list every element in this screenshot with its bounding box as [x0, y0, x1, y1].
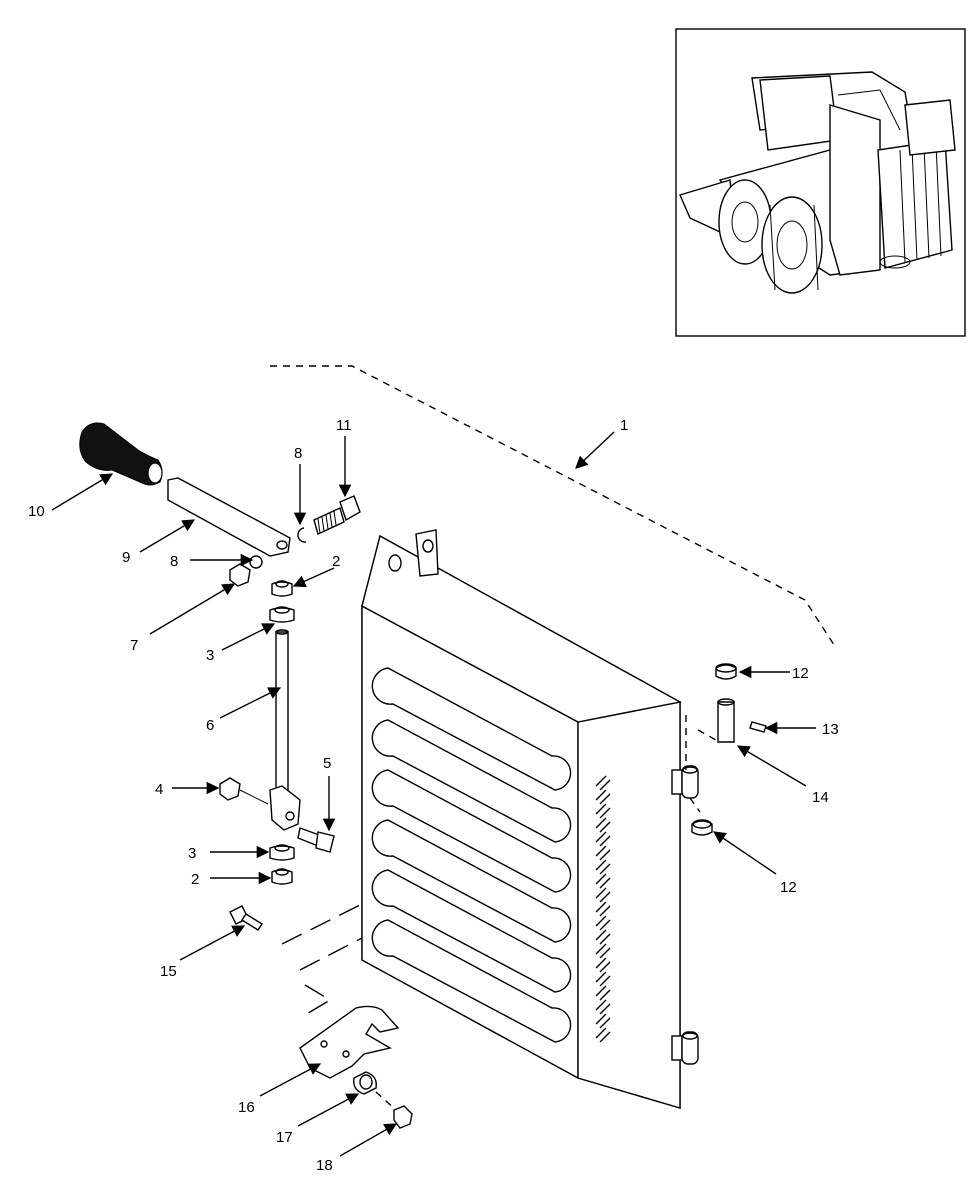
callout-11: 11: [336, 417, 352, 434]
handle-assembly: [79, 422, 361, 885]
skid-steer-loader-illustration: [679, 71, 956, 294]
callout-10: 10: [28, 503, 45, 520]
callout-9: 9: [122, 549, 130, 566]
bolt-bracket: [229, 905, 263, 931]
bushing-upper: [271, 581, 293, 597]
handle-grip: [79, 422, 163, 486]
hinge-pin-assembly: [691, 663, 767, 836]
callout-8-upper: 8: [294, 445, 302, 462]
callout-17: 17: [276, 1129, 293, 1146]
callout-7: 7: [130, 637, 138, 654]
bolt-handle: [313, 495, 361, 535]
callout-5: 5: [323, 755, 331, 772]
callout-3-upper: 3: [206, 647, 214, 664]
callout-leaders: [51, 431, 816, 1157]
washer-lower: [249, 555, 263, 569]
screw-clamp: [297, 827, 335, 853]
callout-12-lower: 12: [780, 879, 797, 896]
callout-3-lower: 3: [188, 845, 196, 862]
callout-8-lower: 8: [170, 553, 178, 570]
grille-mesh-openings: [371, 667, 572, 1043]
hinge-pin: [717, 701, 735, 743]
callout-labels: 1 2 2 3 3 4 5 6 7 8 8 9 10 11 12 12 13 1…: [28, 417, 839, 1174]
bushing-lower: [271, 869, 293, 885]
callout-4: 4: [155, 781, 163, 798]
spacer-upper: [269, 607, 295, 623]
callout-1: 1: [620, 417, 628, 434]
callout-16: 16: [238, 1099, 255, 1116]
latch-bracket-assembly: [229, 903, 413, 1129]
reference-dashed-line: [270, 365, 837, 649]
callout-2-upper: 2: [332, 553, 340, 570]
door-hinges: [671, 765, 699, 1065]
nut-handle: [229, 563, 251, 587]
nut-clamp: [219, 777, 241, 801]
latch-bracket: [299, 1005, 400, 1079]
side-vent-slots: [595, 775, 611, 1043]
callout-2-lower: 2: [191, 871, 199, 888]
callout-14: 14: [812, 789, 829, 806]
callout-12-upper: 12: [792, 665, 809, 682]
locator-inset: [675, 28, 966, 337]
callout-15: 15: [160, 963, 177, 980]
rod-clamp: [269, 785, 301, 831]
radiator-grille-door: [361, 529, 701, 1109]
callout-18: 18: [316, 1157, 333, 1174]
callout-13: 13: [822, 721, 839, 738]
roll-pin: [749, 721, 767, 733]
handle-bar: [167, 477, 291, 557]
callout-6: 6: [206, 717, 214, 734]
washer-upper: [297, 527, 307, 543]
spacer-lower: [269, 845, 295, 861]
nut-bracket: [393, 1105, 413, 1129]
